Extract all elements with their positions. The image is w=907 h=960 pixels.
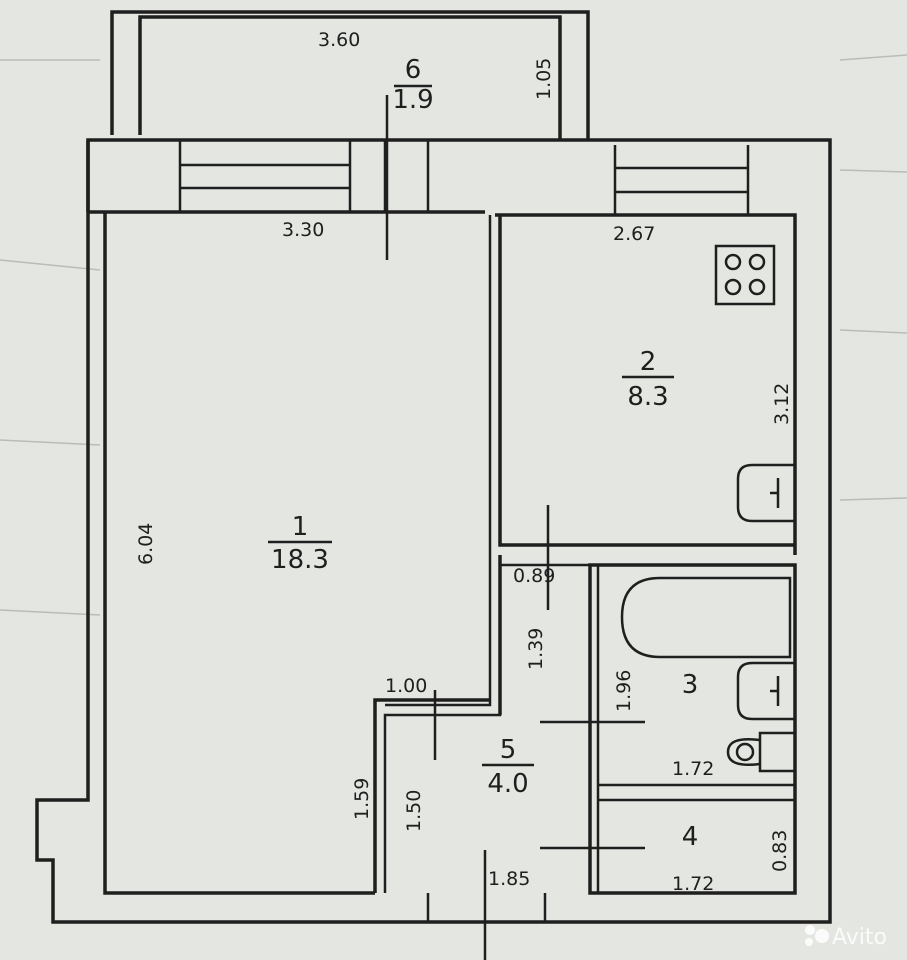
dimension-labels: 3.60 1.05 3.30 6.04 2.67 3.12 0.89 1.39 … (135, 29, 793, 895)
dim-wc-width: 1.72 (672, 873, 714, 895)
dim-kitchen-length: 3.12 (771, 383, 793, 425)
room-area: 18.3 (271, 545, 329, 575)
room-area: 1.9 (392, 85, 433, 115)
balcony-door (383, 140, 430, 212)
dim-room1-niche-length: 1.59 (351, 778, 373, 820)
window-room-1 (178, 140, 352, 212)
section-lines (385, 95, 645, 960)
room-1-label: 1 18.3 (268, 512, 332, 575)
room-6-label: 6 1.9 (392, 55, 433, 115)
bath-wc-walls (588, 563, 797, 895)
bathtub-icon (620, 576, 792, 659)
dim-room1-niche-width: 1.00 (385, 675, 427, 697)
dim-kitchen-width: 2.67 (613, 223, 655, 245)
room-area: 4.0 (487, 769, 528, 799)
dim-bath-width: 1.72 (672, 758, 714, 780)
room-2-label: 2 8.3 (622, 347, 674, 412)
watermark-text: Avito (832, 925, 887, 950)
balcony (110, 10, 590, 140)
avito-watermark: Avito (805, 925, 887, 950)
dim-balcony-width: 3.60 (318, 29, 360, 51)
sink-icon (736, 463, 795, 523)
room-number: 4 (682, 822, 699, 852)
dim-wc-length: 0.83 (769, 830, 791, 872)
outer-wall (35, 138, 832, 924)
stove-icon (714, 244, 776, 306)
room-4-label: 4 (682, 822, 699, 852)
dim-balcony-depth: 1.05 (533, 58, 555, 100)
window-kitchen (613, 145, 750, 215)
dim-hall-width: 1.85 (488, 868, 530, 890)
entrance-door (426, 893, 547, 922)
room-number: 1 (292, 512, 309, 542)
room-5-label: 5 4.0 (482, 735, 534, 799)
dim-room1-width: 3.30 (282, 219, 324, 241)
dim-bath-length: 1.96 (613, 670, 635, 712)
room-number: 3 (682, 670, 699, 700)
room-number: 5 (500, 735, 517, 765)
room-3-label: 3 (682, 670, 699, 700)
background-lines (0, 54, 907, 616)
avito-logo-icon (805, 925, 829, 946)
sink-bath-icon (736, 661, 795, 721)
toilet-icon (726, 731, 797, 773)
dim-hall-length: 1.50 (403, 790, 425, 832)
room-number: 2 (640, 347, 657, 377)
room-area: 8.3 (627, 382, 668, 412)
hall-walls (373, 555, 590, 893)
room-number: 6 (405, 55, 422, 85)
dim-room1-length: 6.04 (135, 523, 157, 565)
dim-corridor-length: 1.39 (525, 628, 547, 670)
kitchen-walls (385, 213, 797, 707)
dim-corridor-width: 0.89 (513, 565, 555, 587)
